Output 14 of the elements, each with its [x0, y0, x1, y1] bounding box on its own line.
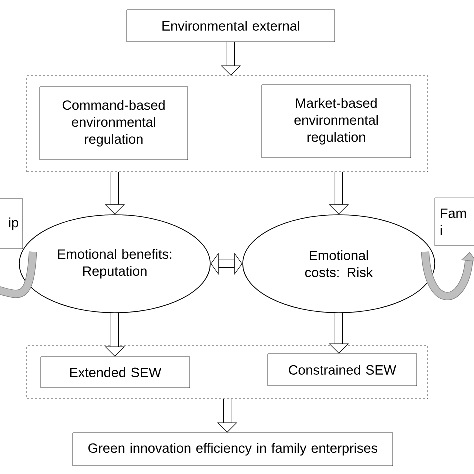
- ellipse-node: Emotional benefits: Reputation: [19, 214, 211, 314]
- process-box: Environmental external: [126, 10, 336, 42]
- dashed-frame: [26, 76, 428, 172]
- dashed-frame: [26, 346, 428, 400]
- process-box: ip: [0, 198, 24, 250]
- ellipse-node: Emotional costs: Risk: [242, 214, 436, 314]
- process-box: Fam i: [434, 198, 474, 246]
- process-box: Market-based environmental regulation: [262, 84, 412, 158]
- double-arrow: [210, 252, 243, 276]
- process-box: Extended SEW: [40, 356, 190, 388]
- process-box: Green innovation efficiency in family enterprises: [72, 432, 394, 466]
- process-box: Command-based environmental regulation: [40, 86, 188, 160]
- curved-arrow: [421, 252, 474, 300]
- process-box: Constrained SEW: [268, 354, 418, 386]
